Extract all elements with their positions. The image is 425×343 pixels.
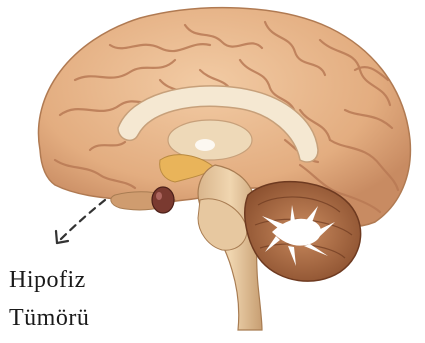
annotation-label-line-1: Hipofiz: [9, 268, 86, 292]
tumor-highlight: [156, 192, 162, 200]
annotation-label-line-2: Tümörü: [9, 306, 89, 330]
thalamus-highlight: [195, 139, 215, 151]
dashed-arrow-icon: [56, 200, 105, 243]
pituitary-tumor: [152, 187, 174, 213]
